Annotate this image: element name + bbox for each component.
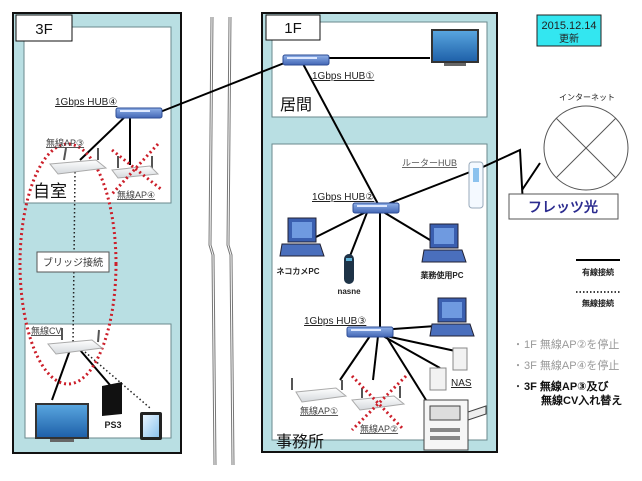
room-label-living: 居間 [280, 97, 312, 114]
tablet-icon [140, 412, 162, 440]
wireless-links [72, 171, 151, 409]
note-3: 3F 無線AP③及び [524, 379, 609, 393]
printer-icon [423, 399, 487, 451]
update-badge [536, 14, 602, 47]
cv-label: 無線CV [31, 325, 62, 336]
ap4-label: 無線AP④ [117, 189, 155, 200]
nas-icon [429, 347, 468, 391]
router-icon [468, 161, 484, 209]
disabled-mark-icon [110, 142, 163, 196]
note-1: 1F 無線AP②を停止 [524, 337, 619, 351]
tv-icon [35, 403, 89, 442]
nekocam-pc-label: ネコカメPC [277, 266, 320, 276]
isp-label: フレッツ光 [528, 199, 598, 215]
ap1-label: 無線AP① [300, 405, 338, 416]
hub4-label: 1Gbps HUB④ [55, 97, 117, 108]
update-suffix: 更新 [559, 32, 579, 45]
work-pc-label: 業務使用PC [419, 270, 463, 280]
update-date: 2015.12.14 [541, 20, 596, 32]
hub2-label: 1Gbps HUB② [312, 192, 374, 203]
room-label-office: 事務所 [276, 433, 324, 451]
pc-icon [429, 297, 475, 337]
note-bullet: ・ [513, 361, 523, 372]
nasne-label: nasne [337, 287, 361, 296]
hub-icon [115, 107, 163, 119]
internet-label: インターネット [559, 93, 615, 102]
room-label-my-room: 自室 [33, 182, 67, 201]
pc-icon [421, 223, 467, 263]
tv-icon [431, 29, 479, 66]
legend-wireless-label: 無線接続 [582, 298, 614, 308]
floor-3f-label: 3F [35, 21, 53, 38]
router-label: ルーターHUB [402, 158, 457, 168]
wireless-converter-icon [47, 328, 104, 355]
wireless-ap-icon [291, 378, 348, 403]
bridge-label-box [36, 251, 110, 273]
nas-label: NAS [451, 378, 472, 389]
floor-1f [261, 12, 498, 453]
legend-wired-label: 有線接続 [582, 267, 614, 277]
hub-icon [346, 326, 394, 338]
note-2: 3F 無線AP④を停止 [524, 358, 619, 372]
isp-box [508, 193, 619, 220]
hub1-label: 1Gbps HUB① [312, 71, 374, 82]
note-bullet: ・ [513, 382, 523, 393]
pc-icon [279, 217, 325, 257]
floor-1f-label: 1F [284, 20, 302, 37]
bridge-label: ブリッジ接続 [43, 256, 103, 269]
hub-icon [282, 54, 330, 66]
ps3-icon [102, 382, 122, 416]
note-bullet: ・ [513, 340, 523, 351]
ps3-label: PS3 [104, 420, 121, 430]
ap2-label: 無線AP② [360, 423, 398, 434]
note-4: 無線CV入れ替え [541, 393, 622, 407]
floor-3f [12, 12, 182, 454]
bridge-range-outline [18, 142, 118, 386]
hub3-label: 1Gbps HUB③ [304, 316, 366, 327]
wireless-ap-icon [49, 147, 108, 175]
ap3-label: 無線AP③ [46, 137, 84, 148]
nasne-icon [344, 254, 354, 284]
wireless-ap-icon [351, 386, 406, 411]
internet-cloud-icon [543, 105, 629, 191]
hub-icon [352, 202, 400, 214]
building-separator [208, 16, 235, 466]
